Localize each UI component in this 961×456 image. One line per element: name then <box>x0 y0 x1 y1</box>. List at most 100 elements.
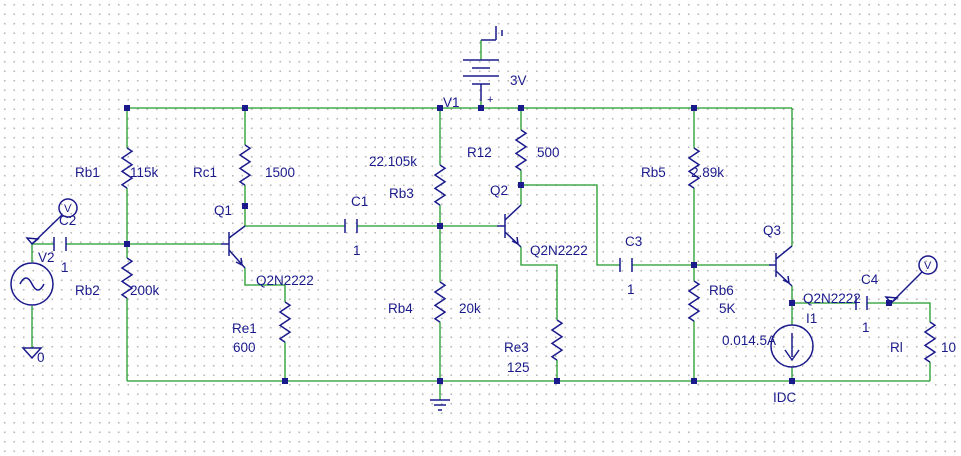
resistor-re1 <box>278 301 292 343</box>
junction <box>437 378 443 384</box>
label-rb3-value: 22.105k <box>369 154 417 169</box>
resistor-rb4 <box>433 281 447 323</box>
label-rb4-value: 20k <box>459 301 481 316</box>
junction <box>437 105 443 111</box>
sources <box>10 59 814 368</box>
junction <box>124 105 130 111</box>
label-i1-value: 0.014.5A <box>722 333 776 348</box>
label-rc1-ref: Rc1 <box>193 165 217 180</box>
label-rl-value: 10 <box>941 340 956 355</box>
junction <box>554 378 560 384</box>
label-v1-value: 3V <box>510 73 527 88</box>
ground-symbol-v1 <box>481 26 503 41</box>
resistor-rl <box>923 321 937 363</box>
label-r12-value: 500 <box>537 145 560 160</box>
junction <box>124 241 130 247</box>
junction <box>789 300 795 306</box>
ac-source-v2 <box>10 262 54 306</box>
junction <box>691 262 697 268</box>
label-c2-ref: C2 <box>59 213 76 228</box>
transistor-q2 <box>497 204 522 248</box>
resistor-rb6 <box>687 280 701 322</box>
wires <box>31 40 931 400</box>
label-re1-value: 600 <box>233 340 256 355</box>
label-r12-ref: R12 <box>467 145 492 160</box>
voltage-probe-output <box>884 255 938 305</box>
resistor-rb1 <box>120 147 134 189</box>
ground-symbol-main <box>430 399 450 411</box>
junction <box>886 300 892 306</box>
junction <box>691 105 697 111</box>
label-re3-ref: Re3 <box>504 340 529 355</box>
capacitor-c1 <box>344 219 358 233</box>
label-rl-ref: Rl <box>890 340 903 355</box>
label-rb2-value: 200k <box>130 283 160 298</box>
resistor-rc1 <box>238 144 252 186</box>
label-rb2-ref: Rb2 <box>75 283 100 298</box>
voltage-probe-input <box>25 198 78 246</box>
junction <box>282 378 288 384</box>
label-rb4-ref: Rb4 <box>388 301 413 316</box>
junction <box>518 105 524 111</box>
label-c3-value: 1 <box>627 282 635 297</box>
junction <box>242 203 248 209</box>
junction <box>437 223 443 229</box>
label-rb5-ref: Rb5 <box>641 165 666 180</box>
label-rb6-ref: Rb6 <box>709 283 734 298</box>
battery-v1 <box>463 59 499 101</box>
resistor-rb3 <box>433 164 447 206</box>
capacitor-c3 <box>619 258 633 272</box>
label-q2-model: Q2N2222 <box>530 243 588 258</box>
label-c1-ref: C1 <box>351 194 368 209</box>
junction <box>242 105 248 111</box>
label-rc1-value: 1500 <box>265 165 295 180</box>
junction <box>789 378 795 384</box>
label-c4-value: 1 <box>862 320 870 335</box>
transistors <box>221 204 793 287</box>
current-source-i1 <box>770 324 814 368</box>
capacitor-c2 <box>53 237 67 251</box>
label-rb1-value: 115k <box>130 165 159 180</box>
ground-symbol-input <box>21 347 43 360</box>
label-rb1-ref: Rb1 <box>75 165 100 180</box>
probes <box>25 198 938 305</box>
capacitors <box>53 219 868 310</box>
label-c1-value: 1 <box>353 243 361 258</box>
resistor-rb2 <box>120 257 134 299</box>
label-rb5-value: 2.89k <box>691 165 724 180</box>
transistor-q3 <box>769 245 793 287</box>
resistor-r12 <box>514 129 528 171</box>
junction <box>691 378 697 384</box>
transistor-q1 <box>221 225 246 269</box>
label-re1-ref: Re1 <box>232 321 257 336</box>
junctions <box>124 105 892 384</box>
label-c2-value: 1 <box>61 260 69 275</box>
label-ground-node: 0 <box>37 350 45 365</box>
label-v1-ref: V1 <box>443 95 460 110</box>
label-q3-ref: Q3 <box>763 223 781 238</box>
label-i1-type: IDC <box>773 390 797 405</box>
resistors <box>120 129 937 363</box>
label-c3-ref: C3 <box>625 234 642 249</box>
label-v2-ref: V2 <box>38 250 55 265</box>
label-probe-input: V <box>64 203 72 215</box>
resistor-re3 <box>550 319 564 361</box>
label-rb3-ref: Rb3 <box>389 186 414 201</box>
junction <box>478 105 484 111</box>
junction <box>518 182 524 188</box>
label-i1-ref: I1 <box>806 311 817 326</box>
grounds <box>21 26 503 411</box>
label-q3-model: Q2N2222 <box>803 291 861 306</box>
label-q1-model: Q2N2222 <box>256 273 314 288</box>
label-c4-ref: C4 <box>861 272 879 287</box>
label-q1-ref: Q1 <box>214 203 232 218</box>
capacitor-c4 <box>855 296 868 310</box>
labels: 3V + V1 Rb1 115k Rb2 200k Rc1 1500 Re1 6… <box>37 73 956 405</box>
label-probe-output: V <box>924 260 932 272</box>
resistor-rb5 <box>687 147 701 189</box>
label-rb6-value: 5K <box>719 301 736 316</box>
label-v1-polarity: + <box>487 94 493 106</box>
label-re3-value: 125 <box>507 360 530 375</box>
label-q2-ref: Q2 <box>490 183 508 198</box>
